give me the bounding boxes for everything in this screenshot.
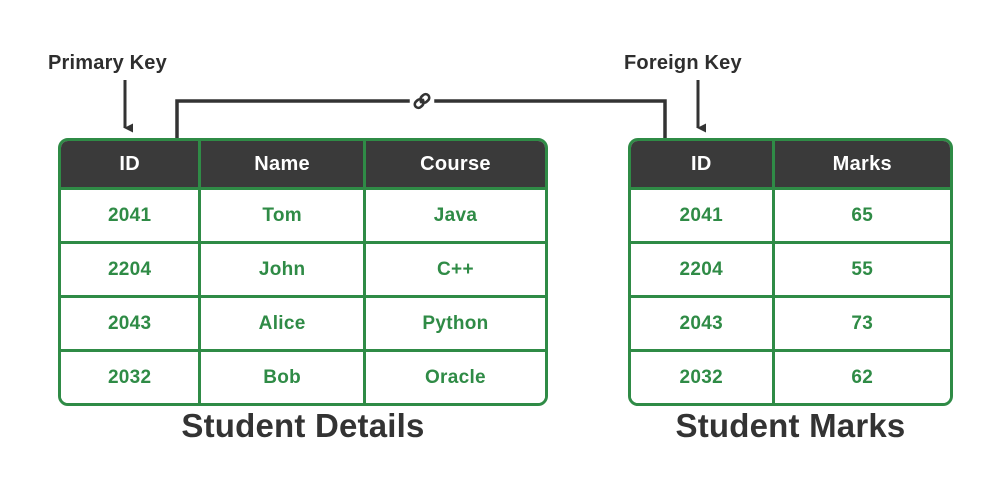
student-details-caption: Student Details: [181, 407, 425, 444]
foreign-key-label: Foreign Key: [624, 52, 742, 74]
cell-id: 2041: [61, 190, 202, 244]
cell-course: Oracle: [365, 352, 545, 403]
cell-marks: 62: [774, 352, 950, 403]
cell-name: Tom: [201, 190, 366, 244]
column-header-id: ID: [631, 141, 775, 190]
cell-marks: 55: [774, 244, 950, 298]
cell-id: 2204: [631, 244, 775, 298]
column-header-marks: Marks: [774, 141, 950, 190]
cell-marks: 65: [774, 190, 950, 244]
table-row: 2043 Alice Python: [61, 298, 545, 352]
table-header-row: ID Name Course: [61, 141, 545, 190]
column-header-name: Name: [201, 141, 366, 190]
cell-name: Bob: [201, 352, 366, 403]
cell-id: 2204: [61, 244, 202, 298]
chain-link-icon: [413, 92, 431, 110]
table-row: 2204 55: [631, 244, 950, 298]
cell-course: Python: [365, 298, 545, 352]
student-marks-table: ID Marks 2041 65 2204 55 2043 73 2: [628, 138, 953, 406]
cell-id: 2043: [61, 298, 202, 352]
student-marks-table-block: ID Marks 2041 65 2204 55 2043 73 2: [628, 138, 953, 406]
student-marks-caption: Student Marks: [675, 407, 906, 444]
foreign-key-relationship-line: [175, 99, 667, 140]
column-header-id: ID: [61, 141, 202, 190]
column-header-course: Course: [365, 141, 545, 190]
table-row: 2041 Tom Java: [61, 190, 545, 244]
cell-name: John: [201, 244, 366, 298]
cell-name: Alice: [201, 298, 366, 352]
cell-id: 2032: [61, 352, 202, 403]
cell-id: 2032: [631, 352, 775, 403]
cell-id: 2043: [631, 298, 775, 352]
table-header-row: ID Marks: [631, 141, 950, 190]
cell-marks: 73: [774, 298, 950, 352]
cell-course: Java: [365, 190, 545, 244]
table-row: 2204 John C++: [61, 244, 545, 298]
table-row: 2041 65: [631, 190, 950, 244]
table-row: 2032 Bob Oracle: [61, 352, 545, 403]
cell-course: C++: [365, 244, 545, 298]
cell-id: 2041: [631, 190, 775, 244]
student-details-table: ID Name Course 2041 Tom Java 2204 John C…: [58, 138, 548, 406]
table-row: 2032 62: [631, 352, 950, 403]
student-details-table-block: ID Name Course 2041 Tom Java 2204 John C…: [58, 138, 548, 406]
table-row: 2043 73: [631, 298, 950, 352]
primary-key-label: Primary Key: [48, 52, 167, 74]
